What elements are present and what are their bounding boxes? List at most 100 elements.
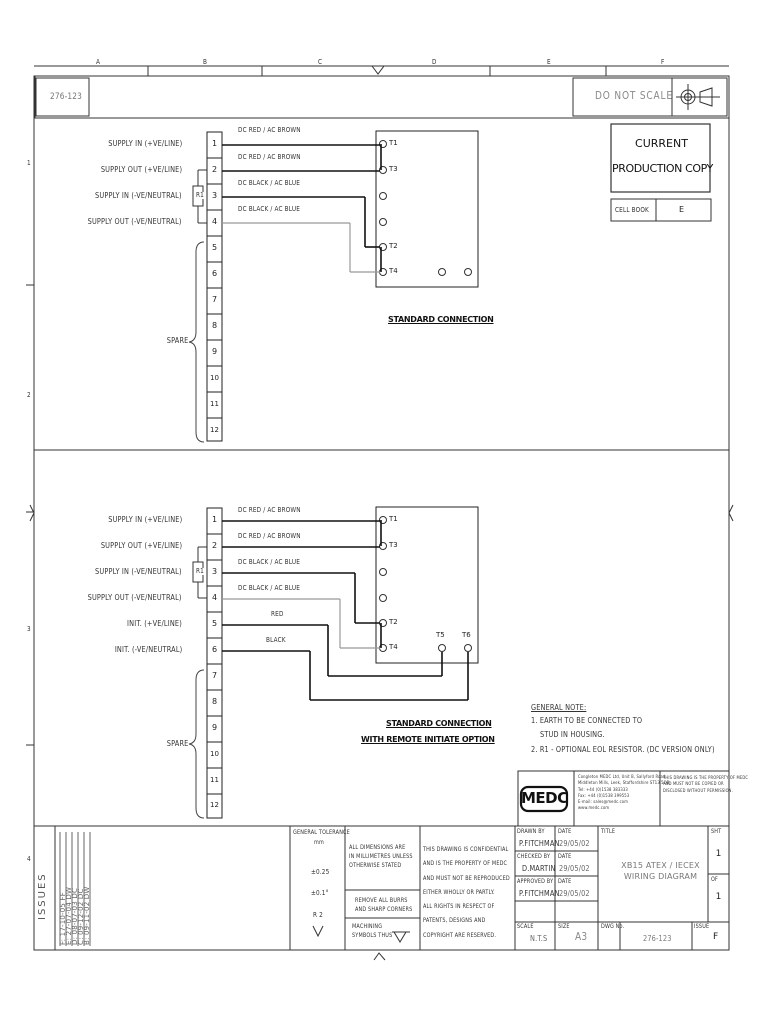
d2-supply-label: INIT. (-VE/NEUTRAL) [114, 645, 182, 654]
d1-wire-label: DC BLACK / AC BLUE [238, 205, 300, 213]
stamp-current: CURRENT [635, 137, 688, 150]
d1-device-terminal: T2 [389, 242, 398, 250]
d1-device-terminal: T3 [389, 165, 398, 173]
note-line: 2. R1 - OPTIONAL EOL RESISTOR. (DC VERSI… [531, 745, 715, 754]
drawing-number-top: 276-123 [50, 92, 82, 102]
checked-by: D.MARTIN [522, 864, 556, 873]
d1-terminal: 6 [211, 269, 218, 278]
d2-device-terminal: T4 [389, 643, 398, 651]
d2-terminal: 6 [211, 645, 218, 654]
confidential-short: THIS DRAWING IS THE PROPERTY OF MEDC AND… [663, 776, 749, 794]
d1-terminal: 1 [211, 139, 218, 148]
drawn-by: P.FITCHMAN [519, 839, 560, 848]
size-value: A3 [575, 930, 588, 943]
d2-supply-label: SUPPLY OUT (+VE/LINE) [100, 541, 182, 550]
d1-caption: STANDARD CONNECTION [388, 315, 494, 324]
d2-terminal: 1 [211, 515, 218, 524]
d2-terminal: 4 [211, 593, 218, 602]
d2-wire-label: DC BLACK / AC BLUE [238, 584, 300, 592]
do-not-scale-label: DO NOT SCALE [595, 89, 673, 102]
d1-terminal: 5 [211, 243, 218, 252]
d2-terminal: 10 [210, 750, 219, 758]
scale-label: SCALE [517, 923, 534, 930]
d2-terminal: 9 [211, 723, 218, 732]
medc-logo: MEDC [521, 789, 568, 807]
d1-device-terminal: T1 [389, 139, 398, 147]
d2-terminal: 7 [211, 671, 218, 680]
d1-terminal: 7 [211, 295, 218, 304]
diagram2-terminal-block [206, 507, 223, 819]
d1-terminal: 9 [211, 347, 218, 356]
scale-value: N.T.S [530, 934, 548, 943]
d1-supply-label: SUPPLY OUT (+VE/LINE) [100, 165, 182, 174]
d1-spare-label: SPARE [166, 336, 188, 345]
checked-by-label: CHECKED BY [517, 853, 551, 860]
row-number-3: 3 [27, 625, 31, 633]
d1-wire-label: DC RED / AC BROWN [238, 126, 301, 134]
tolerance-heading: GENERAL TOLERANCE [293, 829, 350, 836]
drawn-by-label: DRAWN BY [517, 828, 545, 835]
title-label: TITLE [601, 828, 616, 835]
d1-supply-label: SUPPLY OUT (-VE/NEUTRAL) [88, 217, 182, 226]
sheet-label: SHT [711, 828, 722, 835]
col-letter-e: E [547, 58, 551, 66]
d1-terminal: 11 [210, 400, 219, 408]
d2-device-terminal: T6 [462, 631, 471, 639]
d1-device-terminal: T4 [389, 267, 398, 275]
sheet-total: 1 [715, 892, 722, 902]
cell-book-value: E [679, 205, 685, 214]
size-label: SIZE [558, 923, 570, 930]
d2-caption-line1: STANDARD CONNECTION [386, 719, 492, 728]
of-label: OF [711, 876, 719, 883]
d1-supply-label: SUPPLY IN (-VE/NEUTRAL) [95, 191, 182, 200]
col-letter-b: B [203, 58, 208, 66]
d1-resistor-label: R1 [196, 191, 204, 199]
row-number-4: 4 [27, 855, 31, 863]
drawing-title-line2: WIRING DIAGRAM [623, 872, 698, 881]
d2-device-terminal: T3 [389, 541, 398, 549]
d2-wire-label: RED [271, 610, 284, 618]
diagram1-terminal-block [206, 131, 223, 442]
issue-entry: B: 09-11-02 DW [83, 886, 91, 946]
d2-supply-label: SUPPLY IN (-VE/NEUTRAL) [95, 567, 182, 576]
d2-device-terminal: T2 [389, 618, 398, 626]
d2-terminal: 5 [211, 619, 218, 628]
tolerance-value: ±0.1° [311, 889, 329, 897]
date-value: 29/05/02 [559, 839, 590, 848]
confidential-note: THIS DRAWING IS CONFIDENTIAL AND IS THE … [423, 846, 510, 939]
d1-terminal: 12 [210, 426, 219, 434]
notes-heading: GENERAL NOTE: [531, 703, 587, 712]
d2-wire-label: BLACK [266, 636, 286, 644]
approved-by-label: APPROVED BY [517, 878, 554, 885]
d1-terminal: 3 [211, 191, 218, 200]
d2-wire-label: DC RED / AC BROWN [238, 506, 301, 514]
d2-terminal: 2 [211, 541, 218, 550]
d2-supply-label: SUPPLY IN (+VE/LINE) [107, 515, 182, 524]
date-value: 29/05/02 [559, 864, 590, 873]
d2-caption-line2: WITH REMOTE INITIATE OPTION [361, 735, 495, 744]
d2-wire-label: DC RED / AC BROWN [238, 532, 301, 540]
medc-logo-frame [519, 785, 569, 813]
d2-terminal: 8 [211, 697, 218, 706]
d1-wire-label: DC RED / AC BROWN [238, 153, 301, 161]
date-label: DATE [558, 853, 572, 860]
burrs-note: REMOVE ALL BURRS AND SHARP CORNERS [355, 897, 413, 913]
d1-terminal: 4 [211, 217, 218, 226]
d2-device-terminal: T5 [436, 631, 445, 639]
row-number-2: 2 [27, 391, 31, 399]
title-block-grid [34, 770, 730, 950]
note-line: 1. EARTH TO BE CONNECTED TO [531, 716, 643, 725]
date-label: DATE [558, 828, 572, 835]
tolerance-value: R 2 [313, 911, 323, 919]
d1-wire-label: DC BLACK / AC BLUE [238, 179, 300, 187]
d1-terminal: 2 [211, 165, 218, 174]
d2-supply-label: SUPPLY OUT (-VE/NEUTRAL) [88, 593, 182, 602]
stamp-production-copy: PRODUCTION COPY [612, 162, 713, 175]
issue-value: F [713, 932, 719, 942]
d2-terminal: 12 [210, 801, 219, 809]
d2-spare-label: SPARE [166, 739, 188, 748]
d2-terminal: 3 [211, 567, 218, 576]
cell-book-label: CELL BOOK [615, 206, 649, 214]
dwg-label: DWG No. [601, 923, 625, 930]
